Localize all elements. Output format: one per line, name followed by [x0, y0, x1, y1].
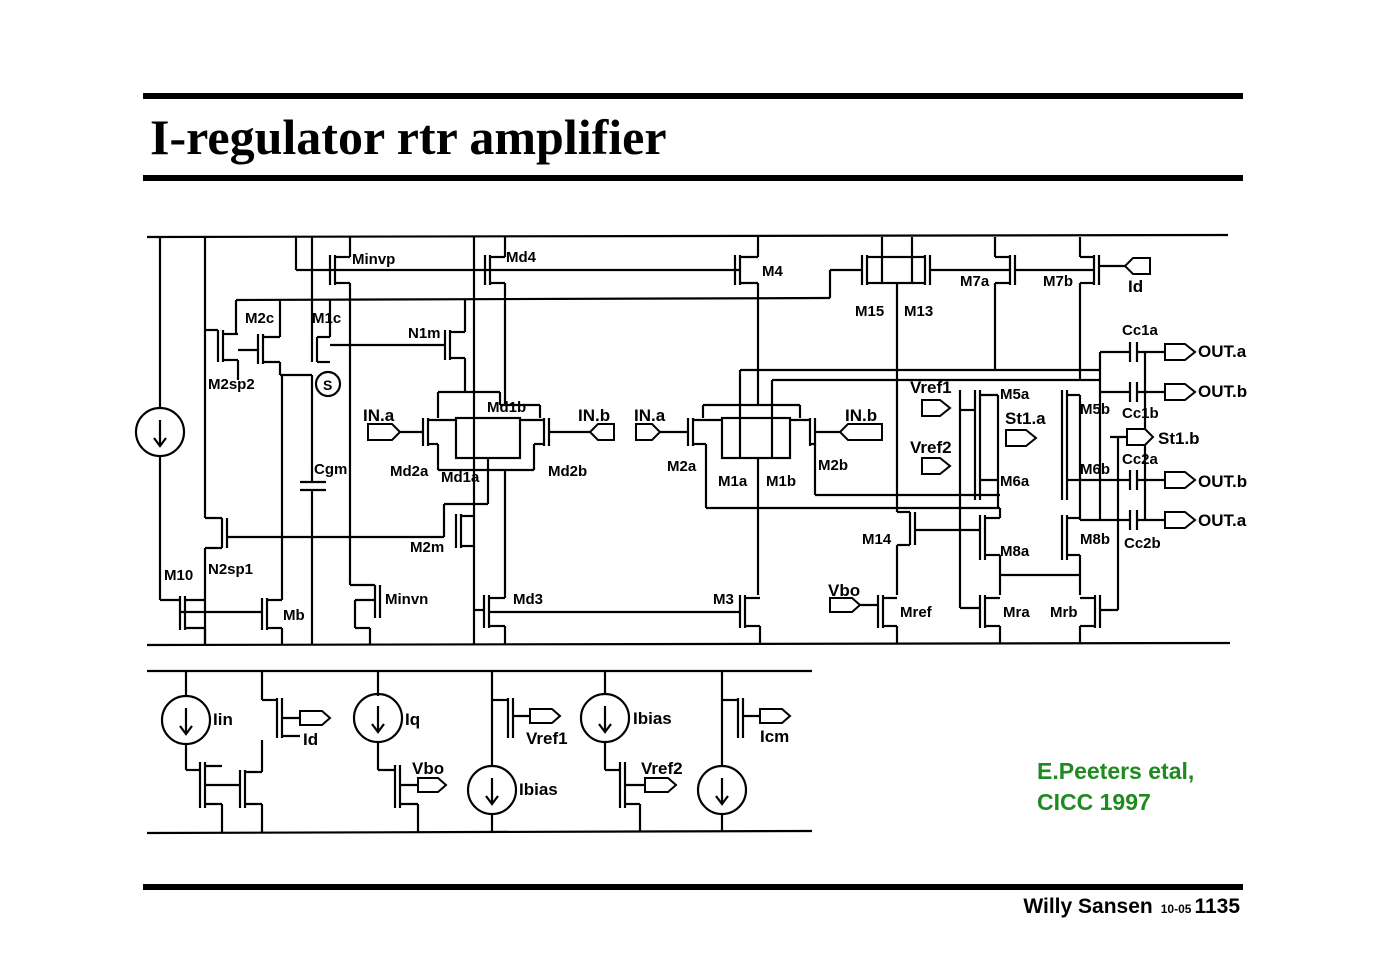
label-m4: M4 [762, 263, 783, 280]
label-mrb: Mrb [1050, 604, 1078, 621]
label-vref1: Vref1 [910, 378, 952, 397]
label-s: S [323, 377, 332, 393]
label-m1b: M1b [766, 473, 796, 490]
label-iin: Iin [213, 710, 233, 729]
label-m14: M14 [862, 531, 892, 548]
label-m5b: M5b [1080, 401, 1110, 418]
pin-vref1 [921, 399, 952, 417]
label-m1c: M1c [312, 310, 341, 327]
label-vref1-bot: Vref1 [526, 729, 568, 748]
pin-vbo-bot [417, 777, 448, 793]
citation-line-2: CICC 1997 [1037, 789, 1151, 815]
label-m6a-top: M6a [1000, 473, 1030, 490]
label-cgm: Cgm [314, 461, 347, 478]
page-title: I-regulator rtr amplifier [150, 109, 667, 165]
label-md4: Md4 [506, 249, 537, 266]
citation-line-1: E.Peeters etal, [1037, 758, 1195, 784]
label-md1b: Md1b [487, 399, 526, 416]
label-in-a-left: IN.a [363, 406, 395, 425]
pin-st1b [1126, 428, 1155, 446]
label-mb: Mb [283, 607, 305, 624]
label-cc1b: Cc1b [1122, 405, 1159, 422]
label-in-b-right: IN.b [845, 406, 877, 425]
label-minvn: Minvn [385, 591, 428, 608]
label-out-b-top: OUT.b [1198, 382, 1247, 401]
label-md2a: Md2a [390, 463, 429, 480]
pin-vbo [829, 597, 862, 613]
label-m3: M3 [713, 591, 734, 608]
label-vref2: Vref2 [910, 438, 952, 457]
label-m15: M15 [855, 303, 884, 320]
label-vbo: Vbo [828, 581, 860, 600]
label-minvp: Minvp [352, 251, 395, 268]
label-m2m: M2m [410, 539, 444, 556]
pin-out-a-top [1164, 343, 1197, 361]
label-id-bot: Id [303, 730, 318, 749]
label-st1b: St1.b [1158, 429, 1200, 448]
label-m2b: M2b [818, 457, 848, 474]
label-ibias-top: Ibias [633, 709, 672, 728]
label-m13: M13 [904, 303, 933, 320]
label-md2b: Md2b [548, 463, 587, 480]
pin-out-b-bot [1164, 471, 1197, 489]
label-m7b: M7b [1043, 273, 1073, 290]
label-n1m: N1m [408, 325, 441, 342]
pin-in-a-right [635, 423, 662, 441]
title-rule-top [143, 93, 1243, 99]
label-in-b-left: IN.b [578, 406, 610, 425]
label-out-a-bot: OUT.a [1198, 511, 1247, 530]
pin-id-bot [299, 710, 332, 726]
footer-date: 10-05 [1160, 902, 1192, 916]
pin-st1a [1005, 429, 1038, 447]
label-m8b: M8b [1080, 531, 1110, 548]
pin-out-b-top [1164, 383, 1197, 401]
label-m2c: M2c [245, 310, 274, 327]
label-ibias-bot: Ibias [519, 780, 558, 799]
label-out-a-top: OUT.a [1198, 342, 1247, 361]
label-iq: Iq [405, 710, 420, 729]
pin-icm-bot [759, 708, 792, 724]
label-m8a: M8a [1000, 543, 1030, 560]
label-m6b-top: M6b [1080, 461, 1110, 478]
pin-vref2 [921, 457, 952, 475]
label-cc2a: Cc2a [1122, 451, 1159, 468]
pin-vref1-bot [529, 708, 562, 724]
pin-in-b-right [838, 423, 883, 441]
label-m7a: M7a [960, 273, 990, 290]
title-rule-bottom [143, 175, 1243, 181]
label-m2a: M2a [667, 458, 697, 475]
pin-out-a-bot [1164, 511, 1197, 529]
label-vbo-bot: Vbo [412, 759, 444, 778]
label-m1a: M1a [718, 473, 748, 490]
footer-page-number: 1135 [1194, 895, 1240, 918]
label-m10: M10 [164, 567, 193, 584]
label-in-a-right: IN.a [634, 406, 666, 425]
label-md1a: Md1a [441, 469, 480, 486]
pin-id-top [1123, 257, 1151, 275]
pin-vref2-bot [644, 777, 678, 793]
pin-in-b-left [588, 423, 615, 441]
label-mref: Mref [900, 604, 933, 621]
label-vref2-bot: Vref2 [641, 759, 683, 778]
label-st1a: St1.a [1005, 409, 1046, 428]
label-n2sp1: N2sp1 [208, 561, 253, 578]
label-mra: Mra [1003, 604, 1030, 621]
label-cc2b: Cc2b [1124, 535, 1161, 552]
label-cc1a: Cc1a [1122, 322, 1159, 339]
pin-in-a-left [367, 423, 402, 441]
label-out-b-bot: OUT.b [1198, 472, 1247, 491]
label-icm: Icm [760, 727, 789, 746]
citation: E.Peeters etal, CICC 1997 [1037, 756, 1194, 818]
label-md3: Md3 [513, 591, 543, 608]
footer-rule [143, 884, 1243, 890]
label-m2sp2: M2sp2 [208, 376, 255, 393]
footer-author: Willy Sansen [1023, 895, 1153, 918]
label-m5a: M5a [1000, 386, 1030, 403]
label-id-top: Id [1128, 277, 1143, 296]
